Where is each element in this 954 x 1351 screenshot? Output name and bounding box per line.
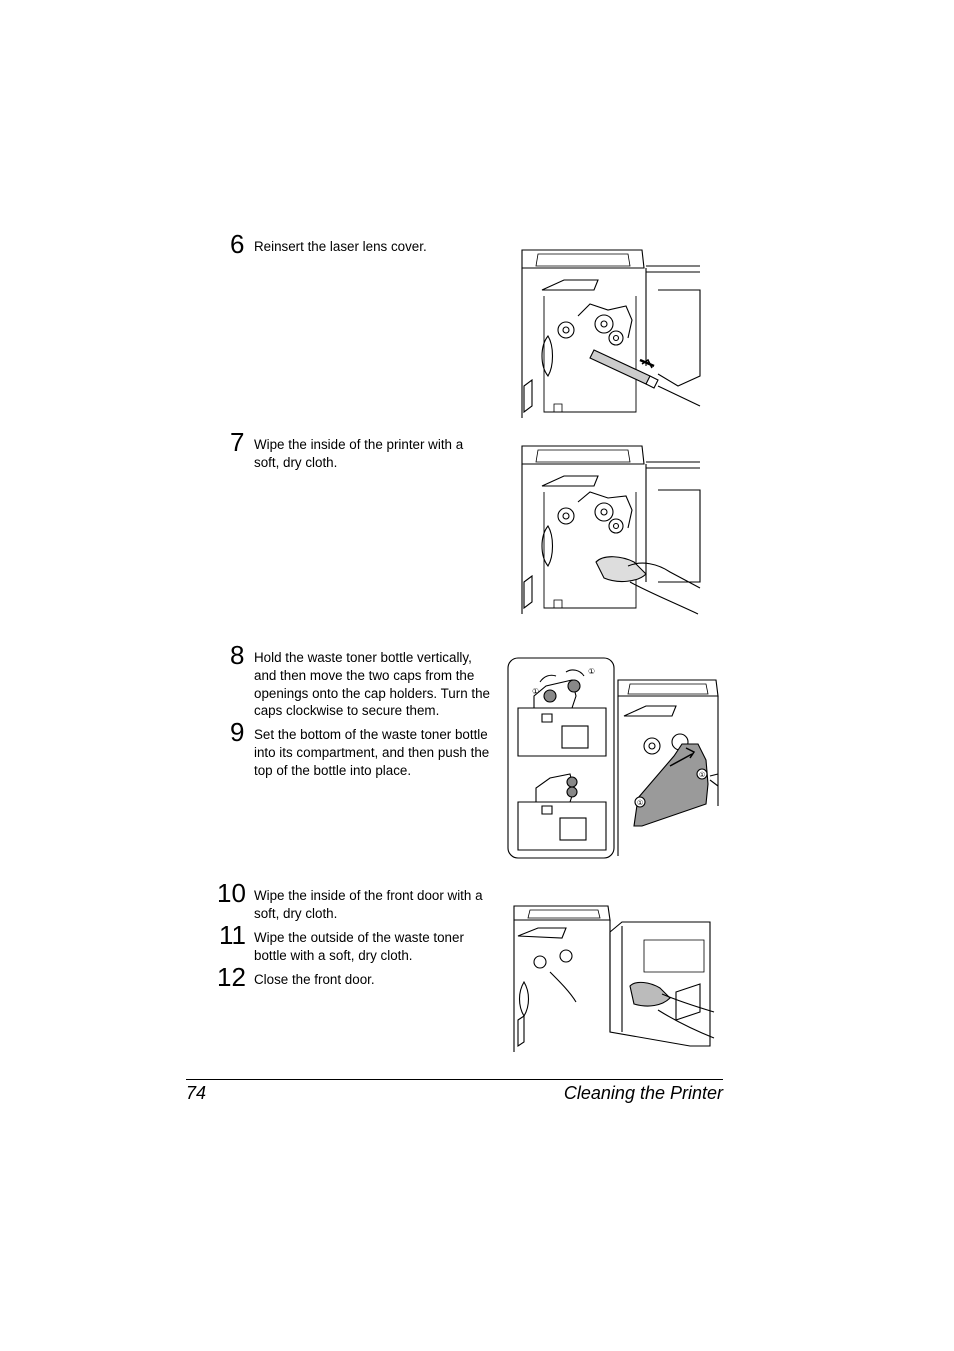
step-text-6: Reinsert the laser lens cover. (254, 239, 427, 254)
step-text-11: Wipe the outside of the waste toner bott… (254, 930, 464, 963)
step-number-6: 6 (230, 229, 245, 259)
illustration-wipe-front-door (510, 902, 716, 1058)
illustration-wipe-inside-printer (518, 442, 704, 618)
footer-rule (186, 1079, 723, 1080)
section-title: Cleaning the Printer (563, 1083, 723, 1103)
step-text-12: Close the front door. (254, 972, 375, 987)
callout-marker: ① (588, 667, 595, 676)
step-number-11: 11 (219, 920, 246, 950)
callout-marker: ① (699, 771, 705, 779)
step-number-12: 12 (217, 962, 246, 992)
callout-marker: ① (637, 799, 643, 807)
step-text-10: Wipe the inside of the front door with a… (254, 888, 483, 921)
step-number-10: 10 (217, 878, 246, 908)
step-number-8: 8 (230, 640, 245, 670)
step-text-8: Hold the waste toner bottle vertically, … (254, 650, 490, 719)
illustration-waste-toner-bottle: ① ① ① ① (506, 656, 728, 860)
illustration-reinsert-lens-cover (518, 246, 704, 422)
step-text-9: Set the bottom of the waste toner bottle… (254, 727, 490, 778)
callout-marker: ① (532, 687, 539, 696)
page-number: 74 (186, 1083, 207, 1103)
step-number-9: 9 (230, 717, 245, 747)
step-number-7: 7 (230, 427, 245, 457)
step-text-7: Wipe the inside of the printer with a so… (254, 437, 464, 470)
